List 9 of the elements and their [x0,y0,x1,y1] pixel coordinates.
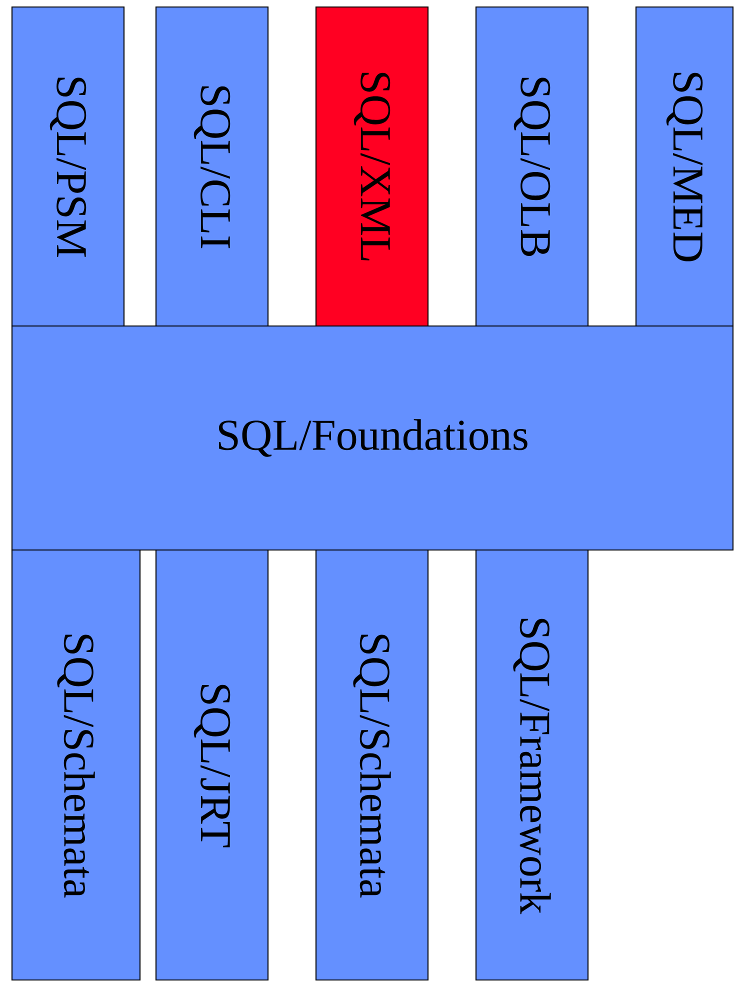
part-box: SQL/MED [635,6,734,327]
part-box: SQL/Framework [475,549,589,981]
part-box: SQL/Schemata [11,549,141,981]
part-box: SQL/JRT [155,549,269,981]
part-box: SQL/PSM [11,6,125,327]
part-box: SQL/Schemata [315,549,429,981]
part-box: SQL/OLB [475,6,589,327]
part-box: SQL/XML [315,6,429,327]
part-box: SQL/CLI [155,6,269,327]
